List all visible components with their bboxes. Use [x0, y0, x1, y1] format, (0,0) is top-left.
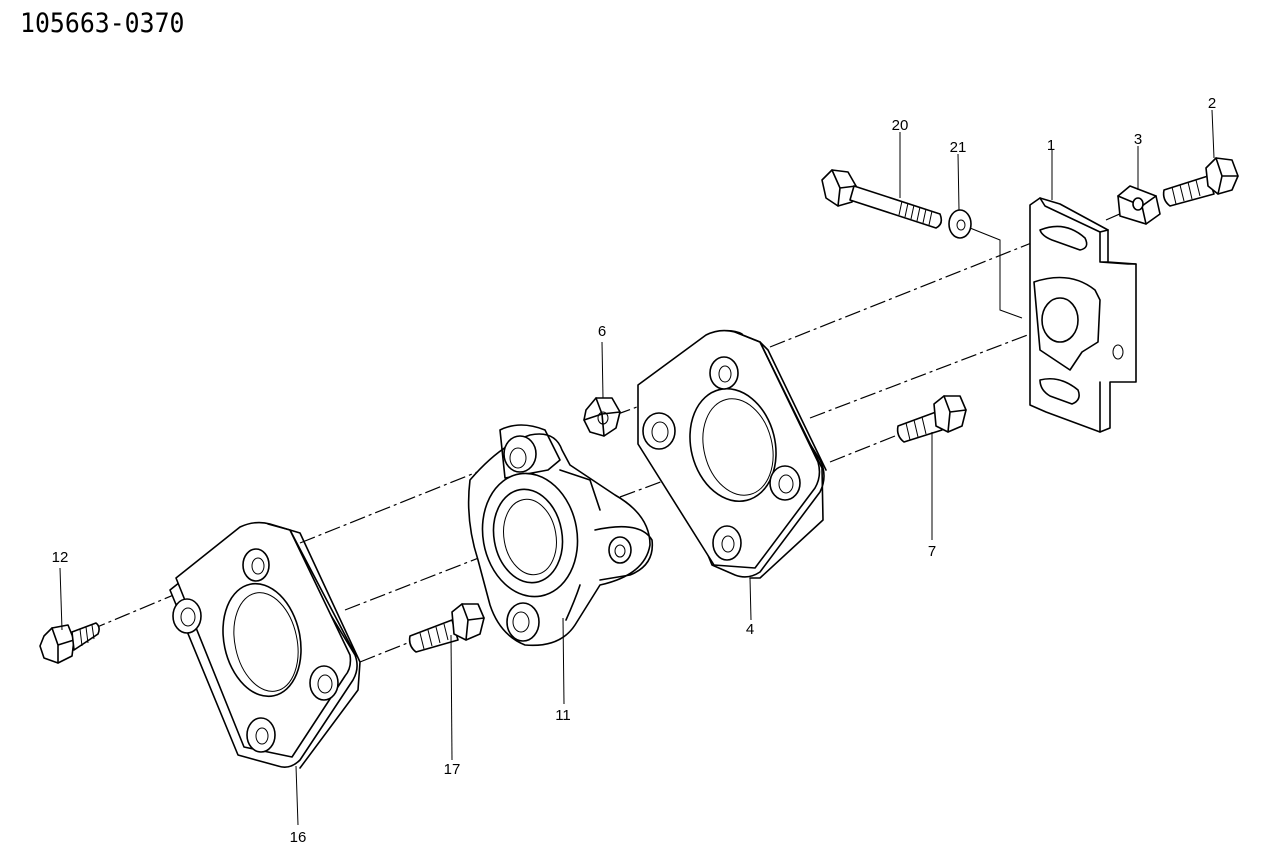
flange-part-16: [169, 521, 361, 769]
callout-7: 7: [928, 543, 936, 560]
washer-part-3: [1117, 185, 1161, 225]
bracket-part-1: [1029, 197, 1137, 433]
callout-6: 6: [598, 323, 606, 340]
adapter-part-11: [467, 424, 654, 647]
bolt-part-7: [896, 395, 967, 443]
nut-part-6: [583, 397, 621, 437]
bolt-part-17: [408, 603, 485, 653]
washer-part-21: [948, 209, 972, 239]
flange-part-4: [637, 329, 827, 579]
callout-4: 4: [746, 621, 754, 638]
bolt-part-2: [1162, 157, 1239, 207]
callout-labels: 1 2 3 4 6 7 11 12 16 17 20 21: [52, 95, 1217, 846]
callout-20: 20: [892, 117, 909, 134]
callout-12: 12: [52, 549, 69, 566]
bolt-part-20: [821, 169, 943, 229]
callout-16: 16: [290, 829, 307, 846]
callout-11: 11: [555, 707, 571, 724]
callout-1: 1: [1047, 137, 1055, 154]
callout-2: 2: [1208, 95, 1216, 112]
callout-21: 21: [950, 139, 967, 156]
callout-3: 3: [1134, 131, 1142, 148]
bolt-part-12: [39, 622, 100, 664]
leader-lines: [59, 109, 1215, 826]
part-number-title: 105663-0370: [20, 8, 185, 39]
callout-17: 17: [444, 761, 461, 778]
